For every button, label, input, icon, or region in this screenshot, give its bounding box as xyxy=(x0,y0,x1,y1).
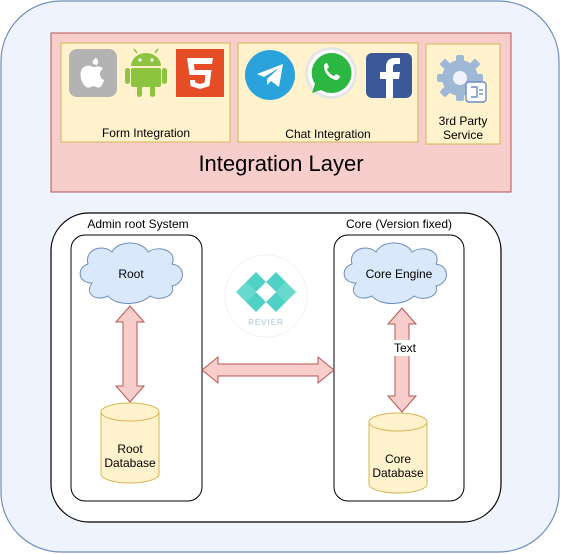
root-database-label-line2: Database xyxy=(104,456,156,470)
third-party-label-line2: Service xyxy=(443,128,483,142)
core-engine-cloud-label: Core Engine xyxy=(366,267,433,281)
root-cloud: Root xyxy=(79,242,183,304)
revier-logo: REVIER xyxy=(224,254,308,338)
whatsapp-icon xyxy=(305,47,357,99)
html5-icon xyxy=(176,49,224,97)
telegram-icon xyxy=(245,50,295,100)
facebook-icon xyxy=(366,53,412,98)
core-engine-cloud: Core Engine xyxy=(343,242,447,304)
core-database-label-line2: Database xyxy=(372,466,424,480)
root-cloud-label: Root xyxy=(118,267,144,281)
core-link-label: Text xyxy=(394,341,417,355)
chat-integration-label: Chat Integration xyxy=(285,127,370,141)
integration-layer-title: Integration Layer xyxy=(198,151,363,176)
admin-system-title: Admin root System xyxy=(87,217,188,231)
systems-link-arrow xyxy=(201,355,335,385)
form-integration-label: Form Integration xyxy=(102,126,190,140)
apple-icon xyxy=(69,49,117,97)
chat-integration-group: Chat Integration xyxy=(237,42,419,143)
core-link-arrow xyxy=(386,307,418,413)
revier-logo-text: REVIER xyxy=(248,318,284,327)
core-system-title: Core (Version fixed) xyxy=(346,217,452,231)
third-party-label-line1: 3rd Party xyxy=(439,114,488,128)
third-party-service-group: 3rd Party Service xyxy=(425,43,501,145)
root-link-arrow xyxy=(114,305,146,403)
android-icon xyxy=(125,48,167,97)
core-database-label-line1: Core xyxy=(385,452,411,466)
core-database: Core Database xyxy=(368,412,428,494)
root-database-label-line1: Root xyxy=(117,442,143,456)
gear-plugin-icon xyxy=(437,55,487,103)
root-database: Root Database xyxy=(100,402,160,484)
core-link-label-bg xyxy=(391,340,417,356)
form-integration-group: Form Integration xyxy=(60,42,231,143)
